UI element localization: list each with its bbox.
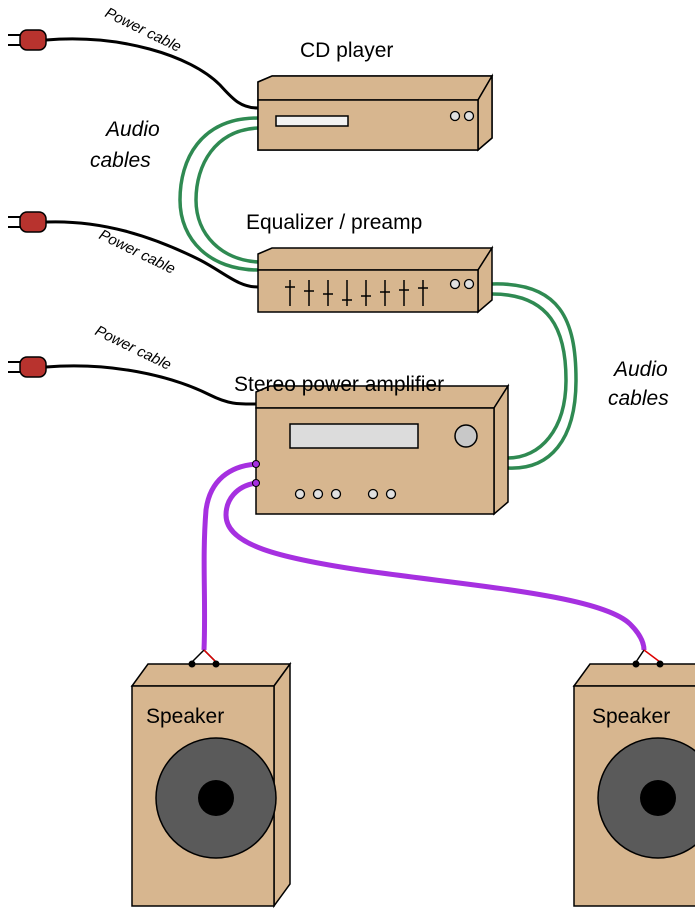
stereo-power-amplifier xyxy=(252,383,510,516)
speaker-left xyxy=(130,649,292,909)
speaker-right-label: Speaker xyxy=(592,705,670,728)
plug-icon xyxy=(19,356,47,378)
button-icon xyxy=(463,110,475,122)
button-icon xyxy=(449,278,461,290)
speaker-side xyxy=(273,661,291,909)
cd-player-label: CD player xyxy=(300,39,393,62)
audio-cables-label-line2: cables xyxy=(90,149,151,172)
speaker-terminal xyxy=(252,460,260,468)
amp-side xyxy=(493,383,509,516)
equalizer-label: Equalizer / preamp xyxy=(246,211,422,234)
audio-cables-label-line1: Audio xyxy=(104,118,160,141)
eq-front xyxy=(257,269,479,313)
audio-cable-cd-eq xyxy=(178,116,259,272)
button-icon xyxy=(367,488,379,500)
amp-display xyxy=(289,423,419,449)
cd-player-top xyxy=(257,75,494,101)
audio-cable-eq-amp xyxy=(491,282,578,470)
equalizer-preamp xyxy=(257,245,494,314)
button-icon xyxy=(449,110,461,122)
speaker-terminal xyxy=(252,479,260,487)
terminal-icon xyxy=(656,660,664,668)
speaker-left-label: Speaker xyxy=(146,705,224,728)
button-icon xyxy=(385,488,397,500)
speaker-right xyxy=(572,649,695,907)
audio-cables-right-label-line2: cables xyxy=(608,387,669,410)
power-cable-eq xyxy=(8,211,259,289)
terminal-icon xyxy=(212,660,220,668)
button-icon xyxy=(330,488,342,500)
eq-sliders xyxy=(285,280,428,306)
eq-top xyxy=(257,247,494,271)
speaker-top xyxy=(572,663,695,687)
speaker-dustcap-icon xyxy=(198,780,234,816)
terminal-icon xyxy=(632,660,640,668)
button-icon xyxy=(312,488,324,500)
amplifier-label: Stereo power amplifier xyxy=(234,373,444,396)
button-icon xyxy=(294,488,306,500)
disc-tray xyxy=(275,115,349,127)
speaker-top xyxy=(130,663,292,687)
plug-icon xyxy=(19,211,47,233)
cd-player xyxy=(257,73,494,152)
power-cable-cd xyxy=(8,29,259,110)
button-icon xyxy=(463,278,475,290)
speaker-dustcap-icon xyxy=(640,780,676,816)
plug-icon xyxy=(19,29,47,51)
terminal-icon xyxy=(188,660,196,668)
power-cable-amp xyxy=(8,356,259,406)
speaker-cable-left xyxy=(201,461,257,651)
volume-knob-icon xyxy=(454,424,478,448)
audio-cables-right-label-line1: Audio xyxy=(612,358,668,381)
speaker-cable-right xyxy=(223,480,647,651)
